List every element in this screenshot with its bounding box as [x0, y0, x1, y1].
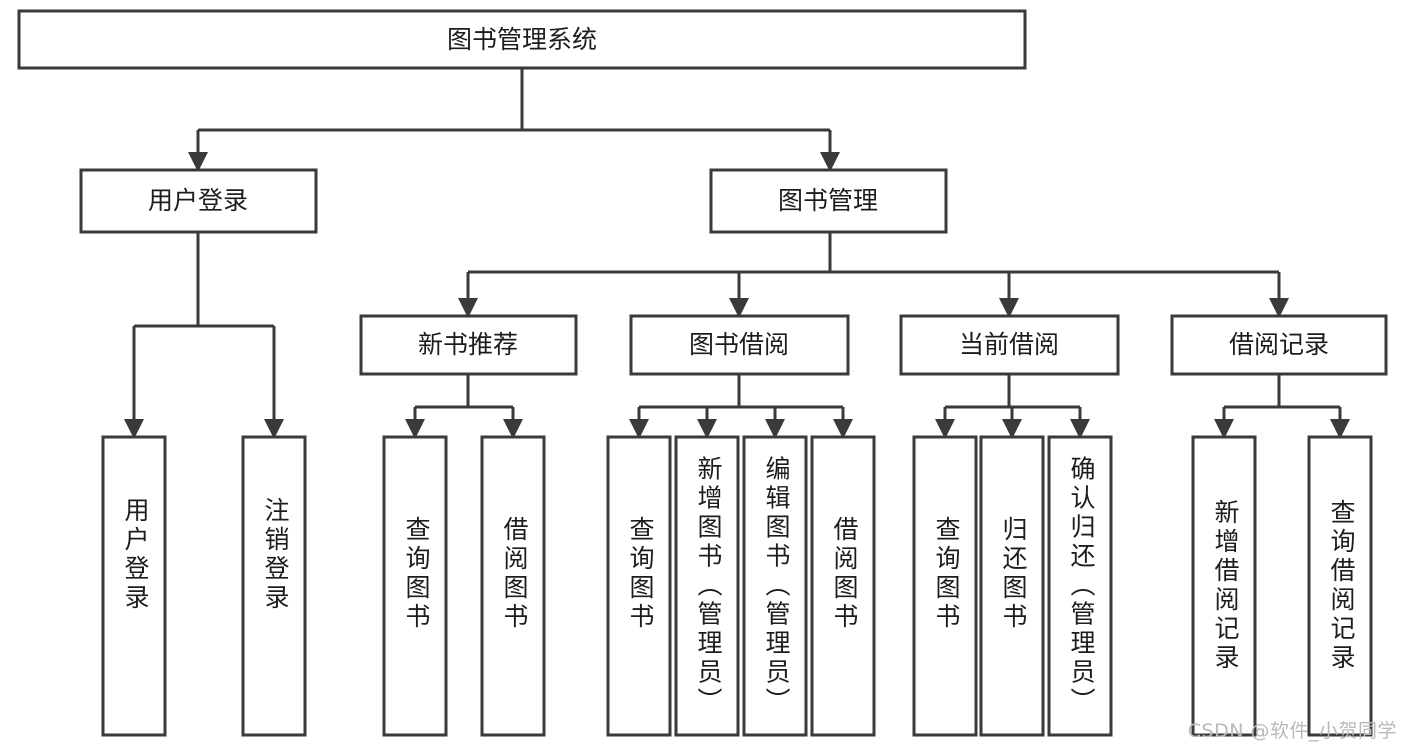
node-book-management[interactable]: 图书管理 — [709, 168, 948, 234]
node-current-borrow[interactable]: 当前借阅 — [899, 314, 1120, 376]
leaf-node-borrow-book-1-label: 借阅图书 — [500, 516, 529, 632]
leaf-node-user-logout[interactable]: 注销登录 — [241, 435, 307, 737]
leaf-node-add-record-label: 新增借阅记录 — [1211, 499, 1240, 673]
leaf-node-edit-book-label: 编辑图书（管理员） — [762, 456, 791, 717]
node-new-book-recommend[interactable]: 新书推荐 — [359, 314, 578, 376]
leaf-node-query-book-1[interactable]: 查询图书 — [382, 435, 448, 737]
leaf-node-borrow-book-2-label: 借阅图书 — [830, 516, 859, 632]
leaf-node-add-book-label: 新增图书（管理员） — [694, 456, 723, 717]
leaf-node-query-book-3[interactable]: 查询图书 — [912, 435, 978, 737]
leaf-node-add-record[interactable]: 新增借阅记录 — [1191, 435, 1257, 737]
leaf-node-add-book[interactable]: 新增图书（管理员） — [674, 435, 740, 737]
node-book-management-label: 图书管理 — [778, 186, 878, 215]
leaf-node-query-record-label: 查询借阅记录 — [1327, 499, 1356, 673]
leaf-node-user-login-label: 用户登录 — [121, 497, 150, 613]
node-borrow-record-label: 借阅记录 — [1229, 330, 1329, 359]
leaf-node-query-book-2-label: 查询图书 — [626, 516, 655, 632]
leaf-node-query-book-1-label: 查询图书 — [402, 516, 431, 632]
node-borrow-record[interactable]: 借阅记录 — [1170, 314, 1388, 376]
node-current-borrow-label: 当前借阅 — [959, 330, 1059, 359]
edge-group-new-book-recommend-to-leaves — [405, 374, 523, 439]
node-root[interactable]: 图书管理系统 — [17, 9, 1027, 70]
leaf-node-confirm-return[interactable]: 确认归还（管理员） — [1047, 435, 1113, 737]
node-book-borrow-label: 图书借阅 — [689, 330, 789, 359]
leaf-node-query-record[interactable]: 查询借阅记录 — [1307, 435, 1373, 737]
edge-group-user-login-to-leaves — [124, 232, 284, 439]
leaf-node-query-book-2[interactable]: 查询图书 — [606, 435, 672, 737]
edge-group-current-borrow-to-leaves — [935, 374, 1090, 439]
node-root-label: 图书管理系统 — [447, 25, 597, 54]
leaf-node-user-logout-label: 注销登录 — [261, 497, 290, 613]
edge-group-root-to-level1 — [188, 68, 840, 172]
leaf-node-edit-book[interactable]: 编辑图书（管理员） — [742, 435, 808, 737]
leaf-node-confirm-return-label: 确认归还（管理员） — [1067, 456, 1096, 717]
node-book-borrow[interactable]: 图书借阅 — [629, 314, 850, 376]
leaf-node-return-book[interactable]: 归还图书 — [979, 435, 1045, 737]
leaf-node-query-book-3-label: 查询图书 — [932, 516, 961, 632]
edge-group-book-management-to-level2 — [458, 232, 1289, 318]
leaf-node-borrow-book-1[interactable]: 借阅图书 — [480, 435, 546, 737]
node-user-login[interactable]: 用户登录 — [79, 168, 318, 234]
leaf-node-user-login[interactable]: 用户登录 — [101, 435, 167, 737]
node-new-book-recommend-label: 新书推荐 — [418, 330, 518, 359]
leaf-node-borrow-book-2[interactable]: 借阅图书 — [810, 435, 876, 737]
node-user-login-label: 用户登录 — [148, 186, 248, 215]
edge-group-borrow-record-to-leaves — [1214, 374, 1350, 439]
leaf-node-return-book-label: 归还图书 — [999, 516, 1028, 632]
edge-group-book-borrow-to-leaves — [629, 374, 853, 439]
